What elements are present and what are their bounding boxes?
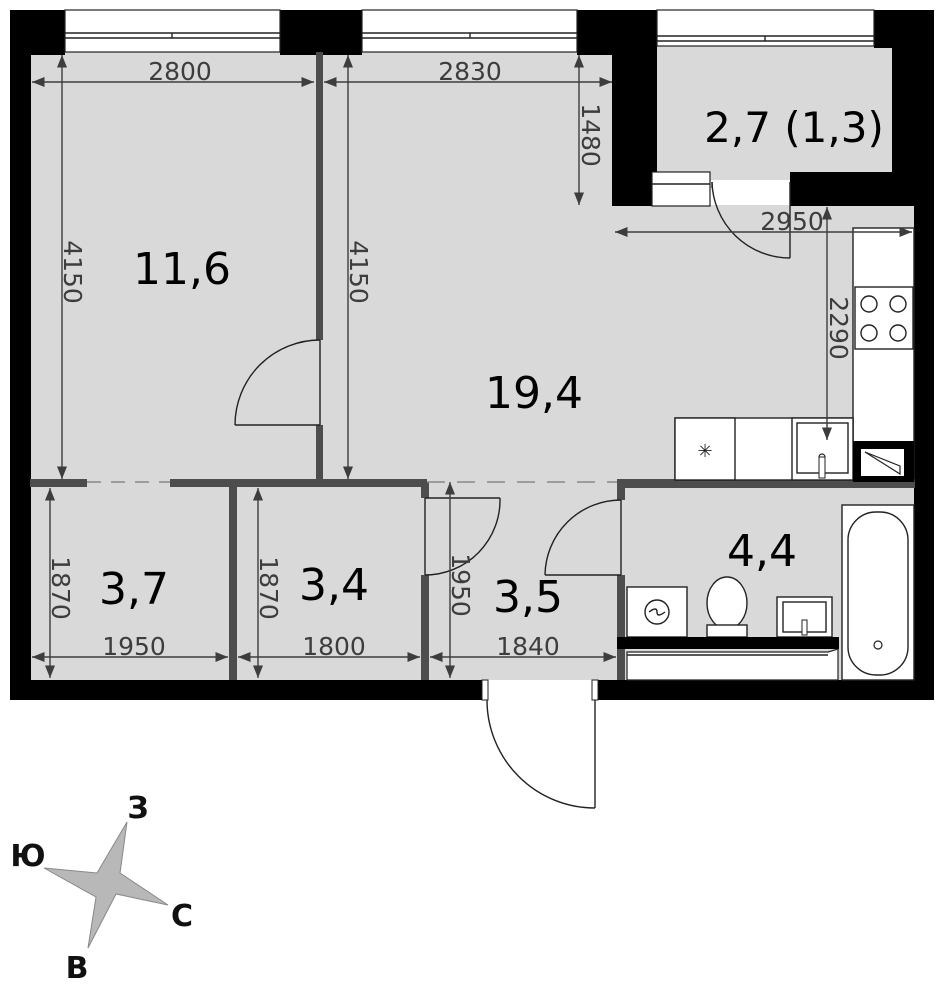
compass-north-label: З (127, 791, 148, 826)
bedroom-door (234, 339, 321, 426)
entrance-door (481, 679, 599, 809)
closet1-floor (30, 482, 235, 680)
windows (64, 9, 875, 207)
balcony-door-frame (651, 171, 711, 207)
window-bedroom (64, 9, 281, 53)
dimension-lines (32, 54, 912, 678)
room-areas: 11,6 19,4 2,7 (1,3) 3,7 3,4 3,5 4,4 (99, 103, 884, 623)
area-balcony: 2,7 (1,3) (704, 103, 884, 152)
bathroom-fixtures (617, 504, 915, 681)
bath-shelf (617, 637, 839, 681)
exterior-walls (10, 10, 934, 700)
bathtub (841, 504, 915, 681)
dim-living-length: 4150 (344, 240, 373, 304)
compass-star-icon (43, 821, 169, 949)
closet2-door (424, 497, 501, 576)
area-bath: 4,4 (727, 526, 797, 577)
hall-floor (425, 482, 617, 680)
dim-kitchen-width: 2950 (760, 207, 824, 236)
dim-kitchen-depth: 2290 (824, 296, 853, 360)
kitchen-fixtures: ✳ (674, 227, 915, 482)
window-balcony (656, 9, 875, 47)
compass-east-label: С (171, 899, 193, 934)
dim-living-width: 2830 (438, 57, 502, 86)
area-closet2: 3,4 (299, 560, 369, 611)
partitions (30, 52, 915, 680)
closet2-floor (235, 482, 425, 680)
bedroom-floor (30, 52, 320, 482)
dim-hall-width: 1840 (496, 632, 560, 661)
washbasin (776, 596, 833, 638)
compass-rose: З С В Ю (10, 791, 193, 986)
area-closet1: 3,7 (99, 564, 169, 615)
dim-closet2-width: 1800 (302, 632, 366, 661)
window-living (361, 9, 578, 53)
dim-bedroom-width: 2800 (148, 57, 212, 86)
bath-door (544, 499, 622, 576)
dim-closet1-width: 1950 (102, 632, 166, 661)
dim-closet2-depth: 1870 (254, 556, 283, 620)
fridge (674, 417, 736, 481)
area-hall: 3,5 (493, 572, 563, 623)
compass-west-label: Ю (10, 839, 45, 874)
dim-closet1-depth: 1870 (46, 556, 75, 620)
counter-right (852, 227, 915, 481)
compass-south-label: В (66, 951, 89, 986)
toilet (706, 576, 748, 638)
living-floor (320, 52, 615, 482)
dim-hall-depth: 1950 (446, 553, 475, 617)
area-living: 19,4 (485, 368, 583, 419)
balcony-floor (652, 45, 895, 180)
dim-bedroom-length: 4150 (58, 240, 87, 304)
svg-text:✳: ✳ (697, 441, 712, 462)
area-bedroom: 11,6 (133, 244, 231, 295)
dimension-labels: 2800 2830 1480 4150 4150 2950 2290 1870 … (46, 57, 853, 661)
dim-balcony-depth: 1480 (576, 103, 605, 167)
